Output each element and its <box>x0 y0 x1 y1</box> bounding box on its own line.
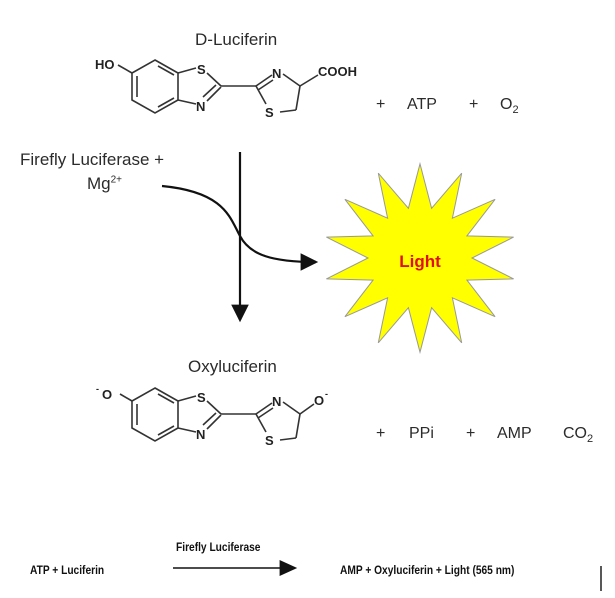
luciferin-title: D-Luciferin <box>195 30 278 49</box>
enzyme-label: Firefly Luciferase + <box>20 150 165 169</box>
luciferin-n1-label: N <box>196 99 205 114</box>
oxy-right-o-label: O <box>314 393 324 408</box>
mg-label: Mg2+ <box>87 174 123 193</box>
oxy-s2-label: S <box>265 433 274 448</box>
co2-label: CO2 <box>563 425 594 446</box>
oxy-s1-label: S <box>197 390 206 405</box>
atp-label: ATP <box>407 96 437 113</box>
luciferin-cooh-label: COOH <box>318 64 357 79</box>
top-plus-2: + <box>469 96 479 113</box>
o2-label: O2 <box>500 96 519 117</box>
oxy-n1-label: N <box>196 427 205 442</box>
luciferin-n2-label: N <box>272 66 281 81</box>
luciferin-ho-label: HO <box>95 57 115 72</box>
curved-light-arrow <box>161 184 319 271</box>
luciferin-s2-label: S <box>265 105 274 120</box>
equation-right: AMP + Oxyluciferin + Light (565 nm) <box>340 563 515 577</box>
ppi-label: PPi <box>409 425 434 442</box>
equation-left: ATP + Luciferin <box>30 563 105 577</box>
oxy-left-charge: - <box>96 384 99 394</box>
oxyluciferin-title: Oxyluciferin <box>188 357 277 376</box>
bottom-plus-2: + <box>466 425 476 442</box>
light-label: Light <box>399 252 441 271</box>
equation-arrow-label: Firefly Luciferase <box>176 540 261 554</box>
bottom-plus-1: + <box>376 425 386 442</box>
amp-label: AMP <box>497 425 532 442</box>
oxy-left-o-label: O <box>102 387 112 402</box>
luciferin-s1-label: S <box>197 62 206 77</box>
oxy-right-charge: - <box>325 389 328 399</box>
light-star-icon <box>326 161 514 355</box>
oxy-n2-label: N <box>272 394 281 409</box>
top-plus-1: + <box>376 96 386 113</box>
